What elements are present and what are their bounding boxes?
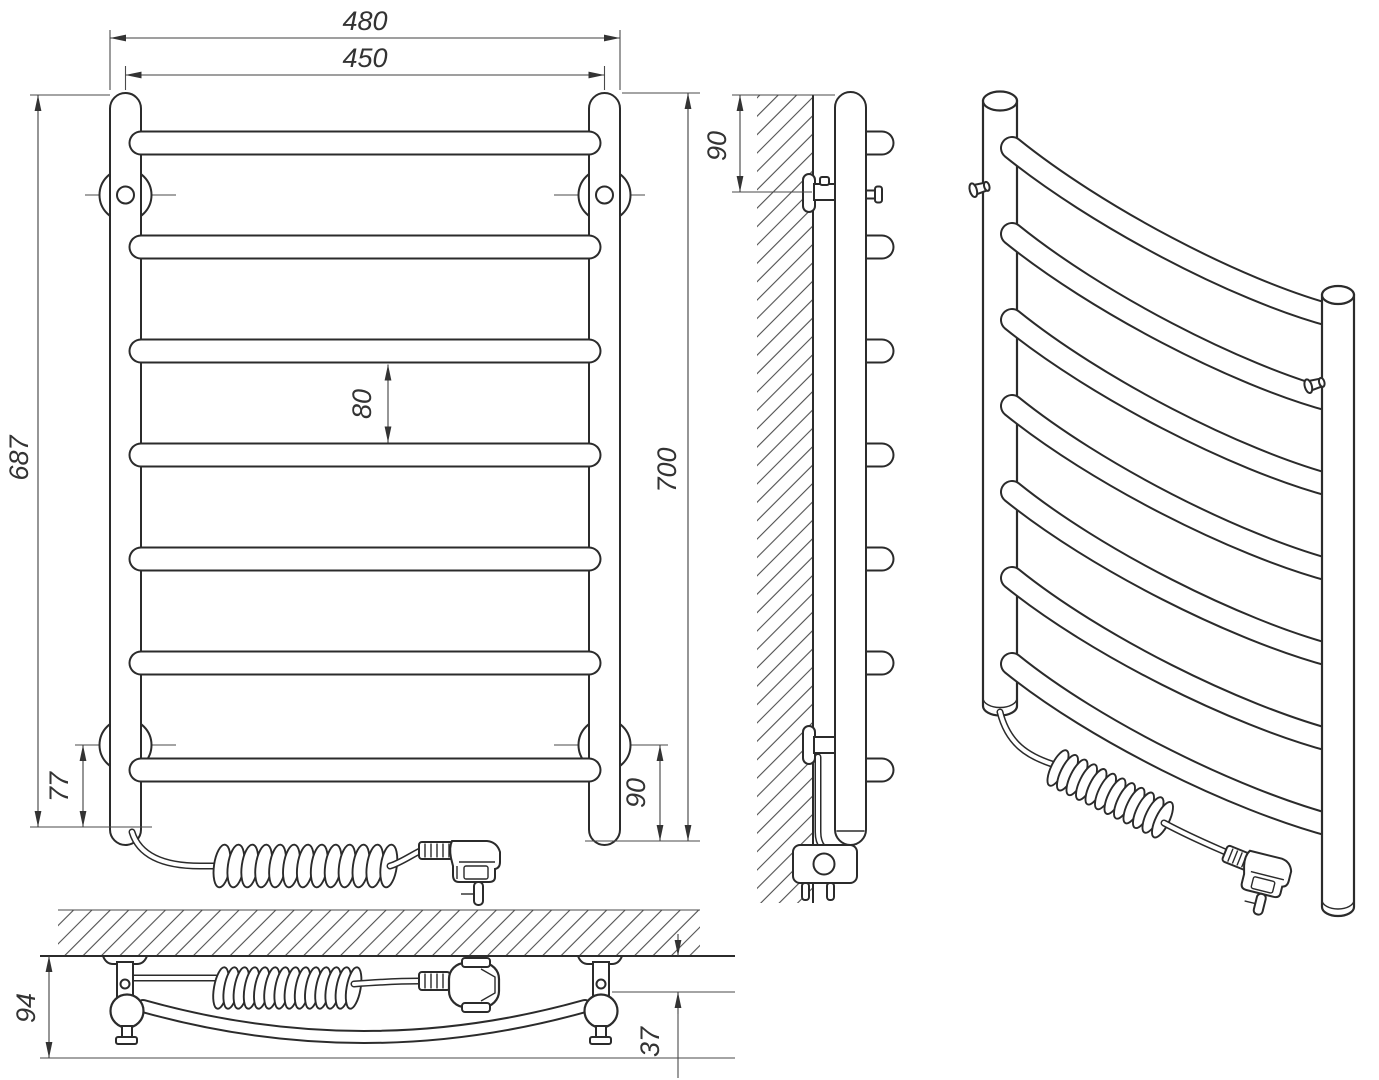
tube-cap-seam (1321, 899, 1355, 910)
plug-prong (826, 882, 835, 901)
tube-end (583, 993, 619, 1029)
coiled-cable (212, 966, 363, 1010)
dim-label-77: 77 (44, 771, 74, 802)
dimension-overall-height: 700 (585, 92, 700, 842)
cable-boot (418, 971, 451, 991)
wall-bracket-bottom (802, 725, 836, 765)
dimension-rung-gap: 80 (347, 364, 392, 443)
bracket-flange (101, 955, 149, 965)
wall-hatch (58, 910, 700, 956)
power-plug-top (447, 957, 501, 1013)
right-tube (1320, 293, 1356, 918)
power-cord-side (792, 753, 858, 901)
top-view: 94 37 (11, 909, 735, 1078)
left-tube (109, 92, 142, 846)
power-cord (128, 828, 501, 906)
dim-label-80: 80 (347, 389, 377, 419)
bracket-flange (576, 955, 624, 965)
bracket-screw-hole (595, 185, 614, 205)
power-plug-perspective (1240, 849, 1293, 916)
rungs (128, 130, 602, 783)
dim-label-94: 94 (11, 993, 41, 1023)
coiled-cable (1046, 749, 1174, 839)
dimension-side-top-offset: 90 (702, 94, 835, 193)
dimension-wall-clearance: 37 (612, 934, 735, 1078)
plug-prong (1252, 892, 1267, 916)
dimension-bottom-offset-left: 77 (44, 745, 87, 827)
dim-label-687: 687 (4, 434, 34, 480)
dimension-bottom-offset-right: 90 (621, 745, 664, 841)
power-cord-perspective (996, 708, 1293, 916)
foot-pad (589, 1036, 612, 1045)
bracket-and-tube-end-left (101, 955, 149, 1045)
tube-profile (834, 91, 867, 846)
mounting-screw-icon (1303, 376, 1326, 395)
bracket-screw-hole (595, 978, 607, 990)
coil-loop (344, 966, 363, 1010)
side-view: 90 (702, 91, 895, 903)
bracket-screw-hole (119, 978, 131, 990)
power-cord-top (129, 957, 501, 1013)
set-screw-icon (865, 185, 883, 204)
foot-pad (115, 1036, 138, 1045)
bracket-and-tube-end-right (576, 955, 624, 1045)
power-plug-side (792, 844, 858, 901)
tube-cap-seam (982, 697, 1018, 709)
curved-rungs (1000, 136, 1345, 838)
tube-end (109, 993, 145, 1029)
plug-prong (473, 881, 484, 906)
coiled-cable (212, 843, 399, 889)
perspective-view (968, 90, 1356, 918)
front-view: 480 450 687 77 80 700 (4, 6, 700, 906)
power-plug (449, 840, 501, 906)
dim-label-90-side: 90 (702, 131, 732, 161)
dimension-mounting-width: 450 (124, 43, 606, 90)
bracket-screw-hole (116, 185, 135, 205)
wall-hatch (757, 95, 813, 903)
dim-label-90-right: 90 (621, 778, 651, 808)
mounting-screw-icon (968, 180, 991, 199)
dimension-overall-width: 480 (109, 6, 621, 90)
dim-label-450: 450 (342, 43, 387, 73)
dim-label-480: 480 (342, 6, 387, 36)
tube-top-cap (981, 90, 1019, 112)
dimension-depth-overall: 94 (11, 956, 735, 1059)
tube-top-cap (1320, 284, 1356, 306)
cable-boot (418, 841, 454, 860)
dim-label-37: 37 (635, 1026, 665, 1057)
plug-prong (801, 882, 810, 901)
dim-label-700: 700 (652, 447, 682, 492)
right-tube (588, 92, 621, 846)
wall-bracket-top (802, 173, 883, 213)
dimension-height-left: 687 (4, 94, 152, 828)
